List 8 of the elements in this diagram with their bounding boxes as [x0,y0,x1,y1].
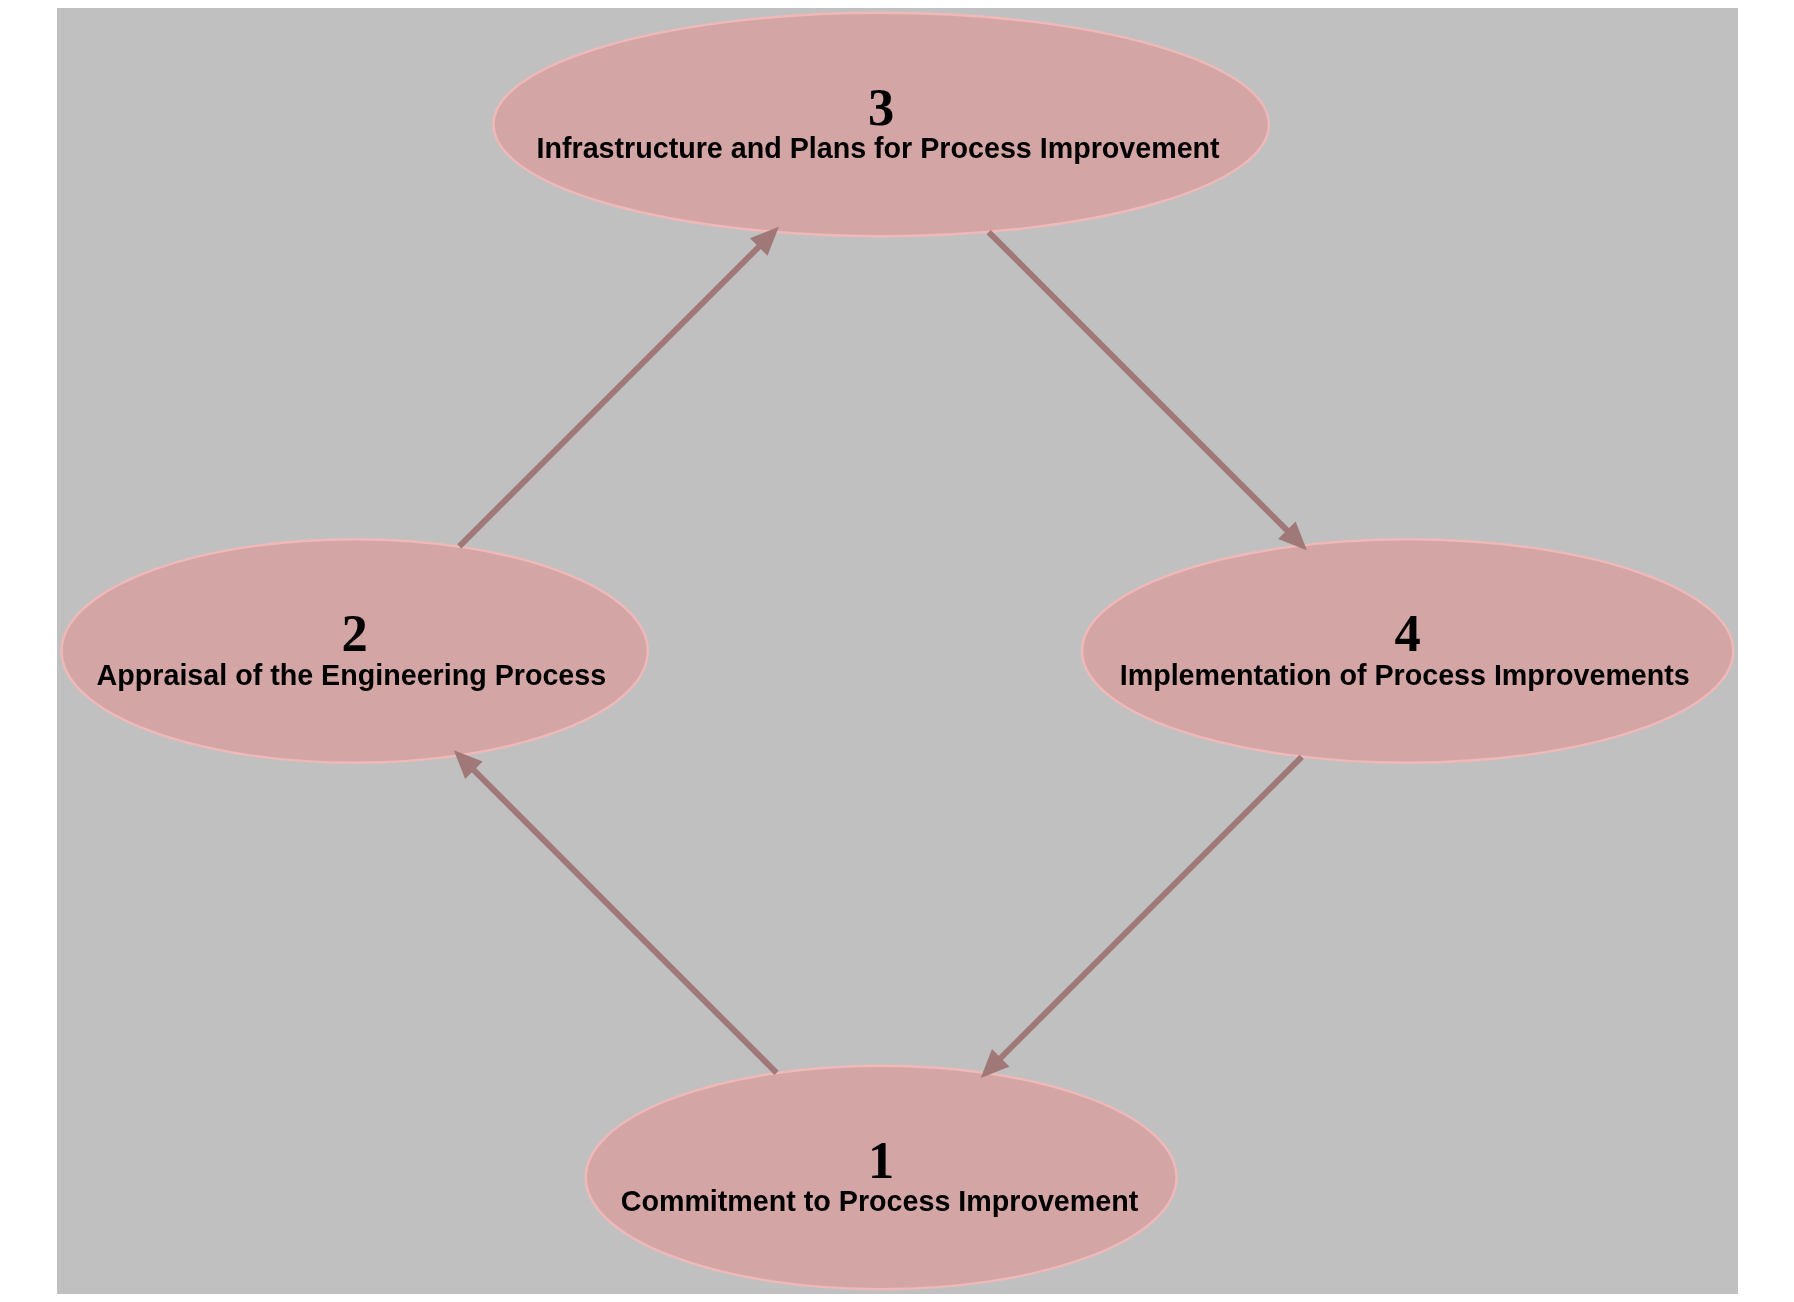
node-ellipse: 4 Implementation of Process Improvements [1080,538,1734,764]
arrow [456,226,779,549]
arrow [986,229,1307,551]
node-ellipse: 3 Infrastructure and Plans for Process Improvement [491,11,1270,238]
node-ellipse: 2 Appraisal of the Engineering Process [59,538,649,764]
node-ellipse: 1 Commitment to Process Improvement [584,1064,1178,1291]
arrow [980,754,1304,1078]
arrow [453,750,779,1075]
